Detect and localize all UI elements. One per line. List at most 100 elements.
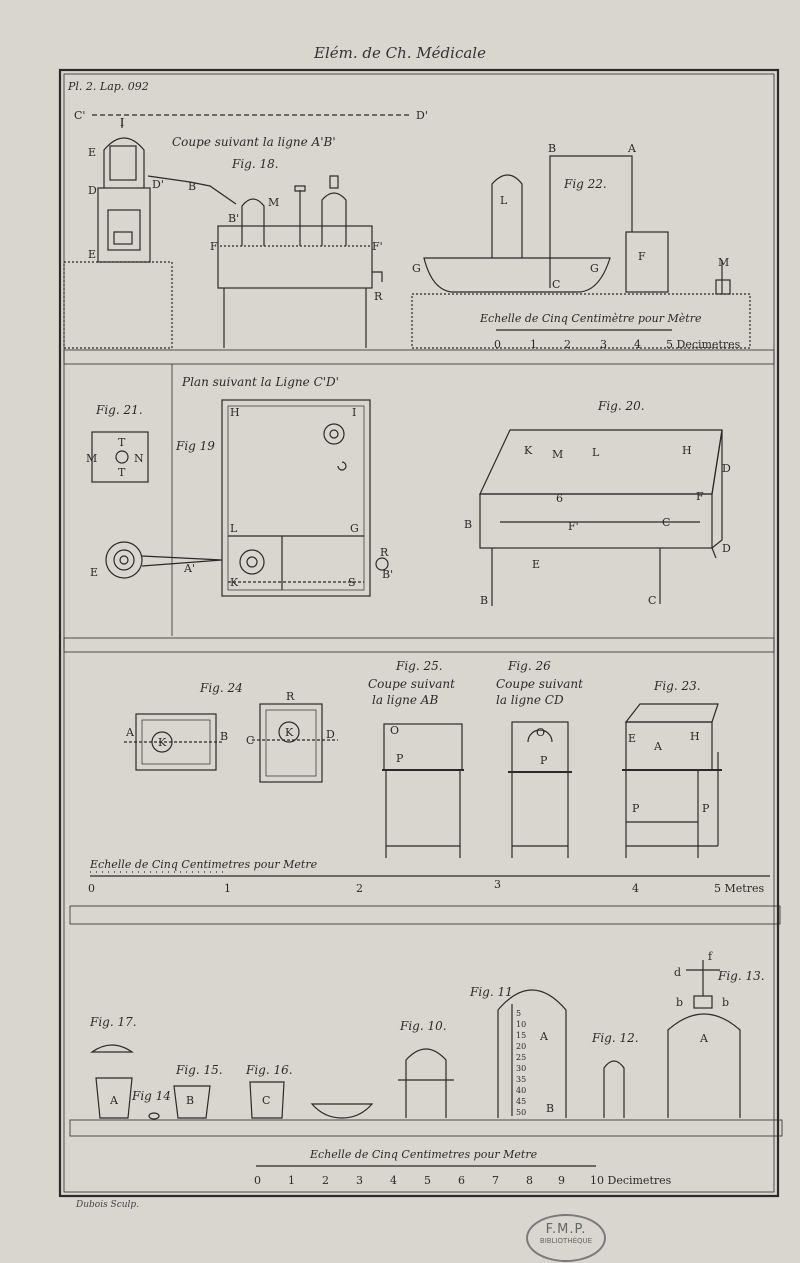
row4-label-a: A xyxy=(109,1094,119,1107)
stamp-line-2: BIBLIOTHÈQUE xyxy=(539,1237,593,1245)
row3-label-d: D xyxy=(326,728,335,741)
row1-label-r: R xyxy=(374,290,383,303)
fig24-drawings xyxy=(124,703,338,783)
row1-scale-tick-3: 3 xyxy=(600,338,607,351)
row4-scale-tick-9: 9 xyxy=(558,1174,565,1187)
row2: Plan suivant la Ligne C'D' Fig. 21. Fig … xyxy=(86,364,731,636)
row2-label-b-left: B xyxy=(464,518,472,531)
row2-label-k: K xyxy=(230,576,239,589)
row1-label-c: C xyxy=(552,278,560,291)
row1-label-i: I xyxy=(120,116,124,129)
row2-label-c-bottom: C xyxy=(648,594,656,607)
fig25-line1: Coupe suivant xyxy=(368,677,455,691)
row4-label-d: d xyxy=(674,966,681,979)
row1-scale-tick-2: 2 xyxy=(564,338,571,351)
row4-label-c: C xyxy=(262,1094,270,1107)
graduation-15: 15 xyxy=(516,1031,526,1040)
row3-scale-title: Echelle de Cinq Centimetres pour Metre xyxy=(89,858,318,871)
row3-label-a: A xyxy=(125,726,135,739)
row3-label-o2: O xyxy=(536,726,545,739)
row3-label-k: K xyxy=(158,736,167,749)
graduation-40: 40 xyxy=(516,1086,526,1095)
row2-label-l: L xyxy=(230,522,238,535)
row1-label-d: D' xyxy=(416,109,428,122)
fig20-box xyxy=(479,429,723,606)
row2-label-d-bottom: D xyxy=(722,542,731,555)
row3-label-p2: P xyxy=(540,754,548,767)
fig17-caption: Fig. 17. xyxy=(89,1015,137,1029)
fig10-caption: Fig. 10. xyxy=(399,1019,447,1033)
row2-label-e2: E xyxy=(532,558,540,571)
row4-label-b2: B xyxy=(546,1102,554,1115)
row1-label-d: D xyxy=(88,184,97,197)
fig15-caption: Fig. 15. xyxy=(175,1063,223,1077)
row2-label-f: F xyxy=(696,490,704,503)
plate-inner-frame xyxy=(63,73,775,1193)
row1-label-b: B xyxy=(188,180,196,193)
fig21-caption: Fig. 21. xyxy=(95,403,143,417)
row4-vessels xyxy=(90,960,741,1120)
row1-label-g-right: G xyxy=(590,262,599,275)
row2-label-c-right: C xyxy=(662,516,670,529)
graduation-35: 35 xyxy=(516,1075,526,1084)
row4-scale-tick-10: 10 Decimetres xyxy=(590,1174,672,1187)
row2-label-r: R xyxy=(380,546,389,559)
row2-label-i: I xyxy=(352,406,356,419)
row1-label-l: L xyxy=(500,194,508,207)
row4-scale-tick-7: 7 xyxy=(492,1174,499,1187)
fig11-caption: Fig. 11 xyxy=(469,985,513,999)
row4-scale-tick-5: 5 xyxy=(424,1174,431,1187)
row1-label-g-left: G xyxy=(412,262,421,275)
row1-scale-tick-4: 4 xyxy=(634,338,641,351)
band-3 xyxy=(69,905,781,925)
row2-label-s: S xyxy=(348,576,356,589)
row1-label-m2: M xyxy=(718,256,729,269)
graduation-30: 30 xyxy=(516,1064,526,1073)
fig20-caption: Fig. 20. xyxy=(597,399,645,413)
graduation-20: 20 xyxy=(516,1042,526,1051)
fig22-caption: Fig 22. xyxy=(563,177,607,191)
row1-label-c: C' xyxy=(74,109,85,122)
row1-label-f: F xyxy=(210,240,218,253)
row1-label-b-prime: B' xyxy=(228,212,239,225)
row3-label-p: P xyxy=(396,752,404,765)
fig21-drawing xyxy=(91,431,149,483)
row1-label-f-prime: F' xyxy=(372,240,383,253)
row2-label-six: 6 xyxy=(556,492,563,505)
row4-label-b: B xyxy=(186,1094,194,1107)
row4-scale-tick-1: 1 xyxy=(288,1174,295,1187)
pneumatic-trough xyxy=(217,175,383,348)
row2-label-h: H xyxy=(230,406,240,419)
masonry-block-left xyxy=(63,261,173,349)
row3-label-h: H xyxy=(690,730,700,743)
furnace-still xyxy=(97,118,237,263)
band-2 xyxy=(63,637,775,653)
fig22-basin xyxy=(423,155,731,295)
row1-label-b2: B xyxy=(548,142,556,155)
row2-label-m2: M xyxy=(552,448,563,461)
row1-scale-tick-5: 5 Decimetres xyxy=(666,338,741,351)
row4: Fig. 17. Fig 14 Fig. 15. Fig. 16. Fig. 1… xyxy=(69,950,783,1187)
graduation-5: 5 xyxy=(516,1009,521,1018)
row2-label-n: N xyxy=(134,452,144,465)
fig18-caption: Fig. 18. xyxy=(231,157,279,171)
fig24-caption: Fig. 24 xyxy=(199,681,243,695)
row3-label-k2: K xyxy=(285,726,294,739)
row3: Fig. 24 Fig. 25. Fig. 26 Fig. 23. Coupe … xyxy=(88,659,770,895)
row2-label-b-prime: B' xyxy=(382,568,393,581)
fig26-line1: Coupe suivant xyxy=(496,677,583,691)
row4-label-f: f xyxy=(708,950,713,963)
plate-title: Elém. de Ch. Médicale xyxy=(314,44,486,62)
row4-label-b-right: b xyxy=(722,996,729,1009)
row3-scale-tick-4: 4 xyxy=(632,882,639,895)
row1-scale-tick-1: 1 xyxy=(530,338,537,351)
row3-scale-tick-0: 0 xyxy=(88,882,95,895)
row1-label-d-prime: D' xyxy=(152,178,164,191)
row4-scale-title: Echelle de Cinq Centimetres pour Metre xyxy=(309,1148,538,1161)
fig26-line2: la ligne CD xyxy=(496,693,564,707)
graduation-25: 25 xyxy=(516,1053,526,1062)
row1-section-caption: Coupe suivant la ligne A'B' xyxy=(172,135,336,149)
row3-label-o: O xyxy=(390,724,399,737)
row3-scale-tick-3: 3 xyxy=(494,878,501,891)
fig14-caption: Fig 14 xyxy=(131,1089,171,1103)
